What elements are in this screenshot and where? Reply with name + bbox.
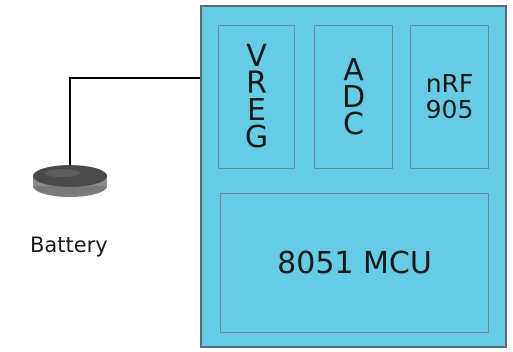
chip-package: V R E G A D C nRF 905 8051 MCU: [200, 5, 507, 348]
mcu-label: 8051 MCU: [277, 245, 432, 281]
mcu-block: 8051 MCU: [220, 193, 489, 333]
adc-block: A D C: [314, 25, 393, 169]
adc-letter: D: [341, 79, 366, 115]
nrf-line: nRF: [425, 68, 474, 98]
battery-label: Battery: [30, 233, 108, 257]
vreg-letter: E: [247, 93, 266, 128]
vreg-letter: G: [244, 120, 269, 155]
vreg-letter: R: [246, 66, 267, 101]
adc-letter: C: [343, 106, 364, 142]
battery-icon: [33, 165, 107, 197]
vreg-letter: V: [246, 39, 267, 74]
adc-letter: A: [343, 52, 364, 88]
nrf905-block: nRF 905: [410, 25, 489, 169]
nrf-line: 905: [425, 95, 474, 124]
battery-wire: [69, 77, 202, 165]
vreg-block: V R E G: [218, 25, 295, 169]
